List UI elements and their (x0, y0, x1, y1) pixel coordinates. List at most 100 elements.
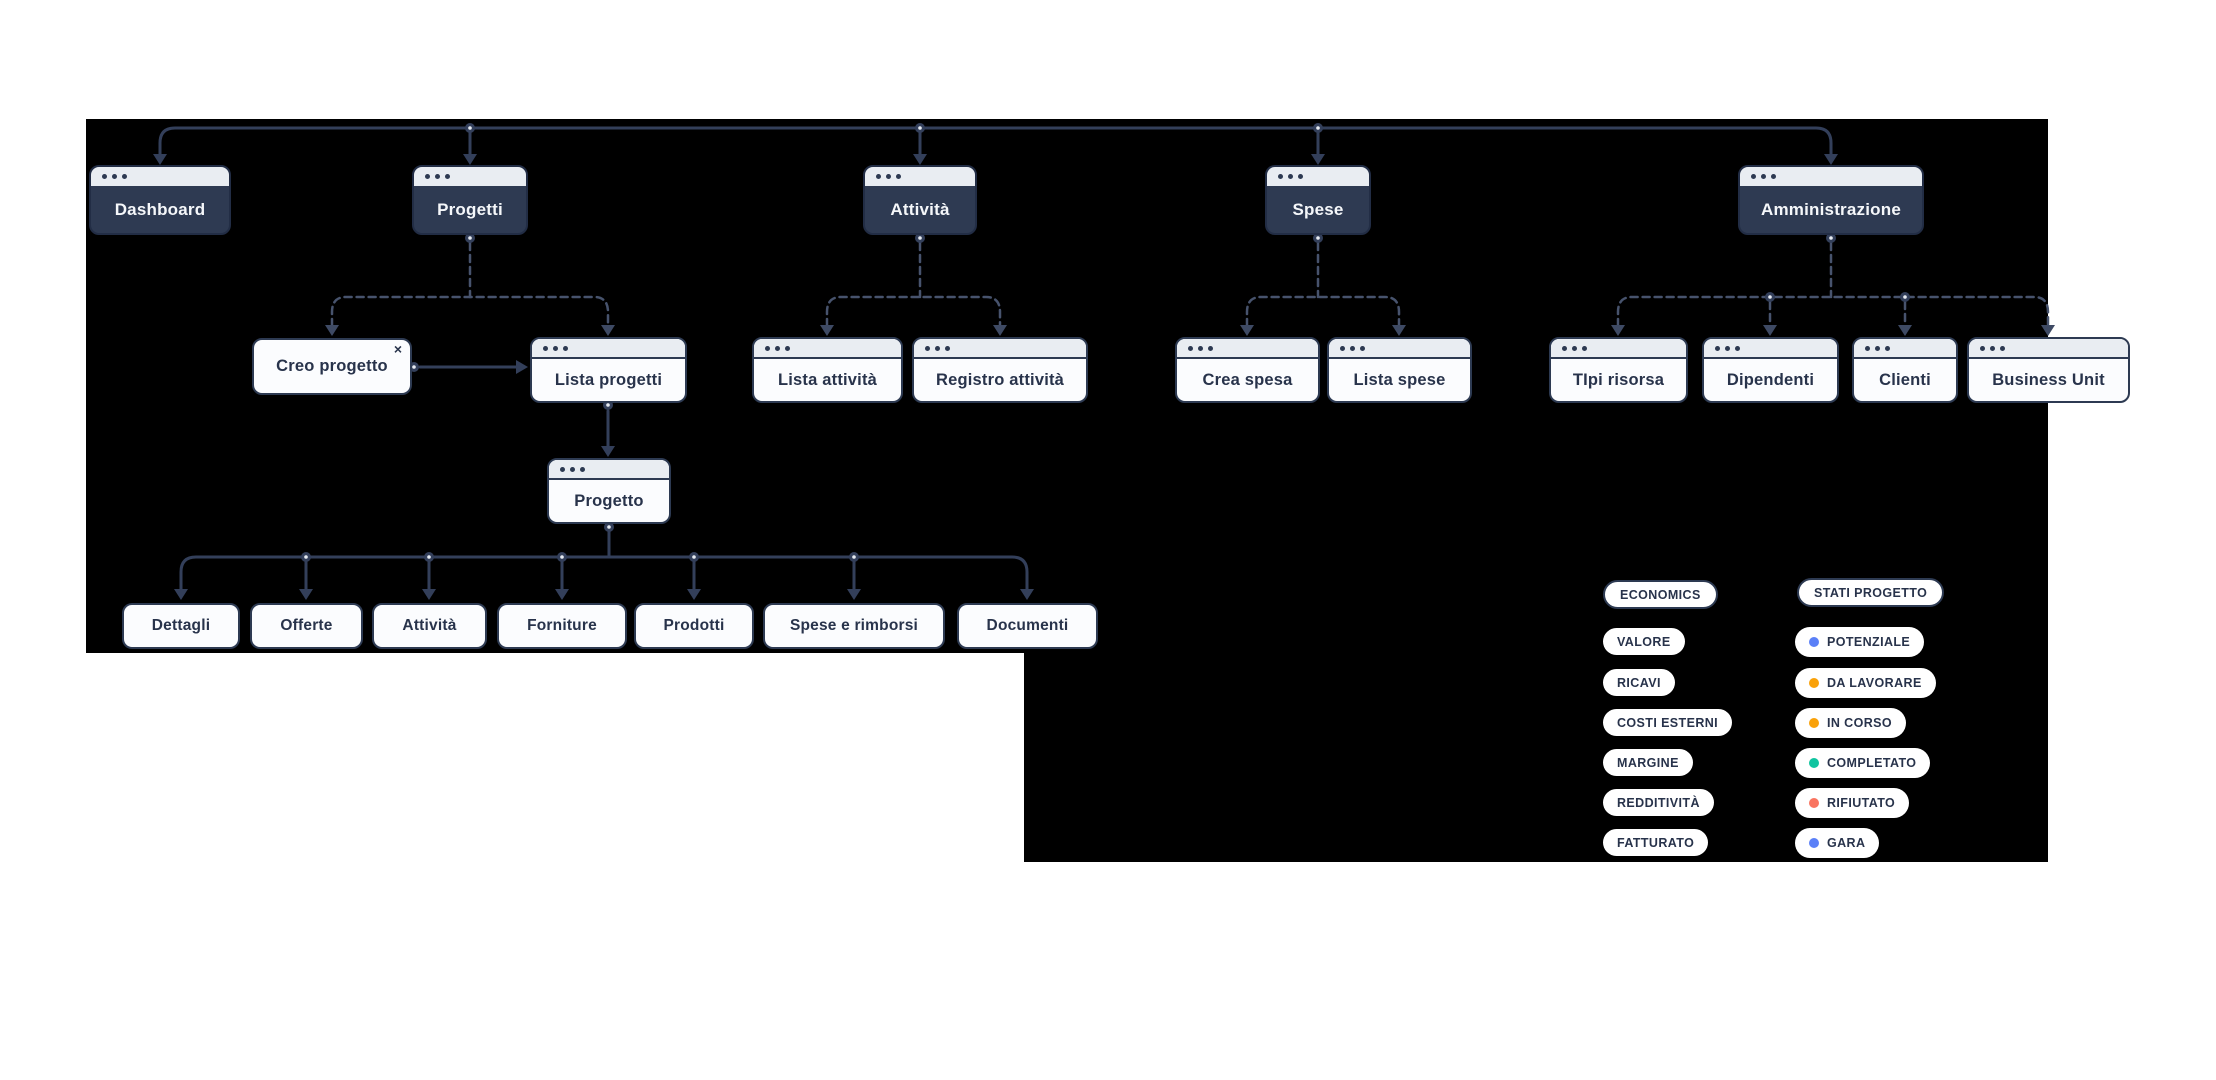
node-label: Dashboard (114, 199, 206, 219)
node-dettagli[interactable]: Dettagli (122, 603, 240, 649)
window-dots-icon (1751, 174, 1776, 179)
node-label: Registro attività (935, 370, 1065, 389)
legend-item-completato[interactable]: COMPLETATO (1795, 748, 1931, 778)
window-dots-icon (1340, 345, 1365, 351)
node-label: Progetto (574, 491, 644, 510)
window-header (1551, 339, 1686, 359)
window-dots-icon (543, 345, 568, 351)
node-label: Offerte (280, 617, 333, 634)
node-progetto[interactable]: Progetto (547, 458, 671, 524)
node-registro-attivita[interactable]: Registro attività (912, 337, 1088, 403)
legend-item-rifiutato[interactable]: RIFIUTATO (1795, 788, 1910, 818)
legend-label: VALORE (1617, 634, 1671, 649)
legend-label: IN CORSO (1827, 716, 1893, 730)
legend-label: FATTURATO (1617, 835, 1695, 850)
node-progetti[interactable]: Progetti (412, 165, 528, 235)
window-dots-icon (876, 174, 901, 179)
node-tipi-risorsa[interactable]: TIpi risorsa (1549, 337, 1688, 403)
status-dot-icon (1809, 718, 1819, 728)
window-header (1969, 339, 2128, 359)
node-spese[interactable]: Spese (1265, 165, 1371, 235)
node-prodotti[interactable]: Prodotti (634, 603, 754, 649)
node-attivita-tab[interactable]: Attività (372, 603, 487, 649)
node-label: Lista attività (777, 370, 878, 389)
legend-item-redditivita[interactable]: REDDITIVITÀ (1603, 789, 1714, 816)
window-header (414, 167, 526, 186)
node-label: Attività (402, 617, 457, 634)
window-header (914, 339, 1086, 359)
window-header (1854, 339, 1956, 359)
window-dots-icon (1562, 345, 1587, 351)
legend-label: RIFIUTATO (1827, 796, 1896, 810)
window-dots-icon (1865, 345, 1890, 351)
window-dots-icon (1278, 174, 1303, 179)
legend-label: POTENZIALE (1827, 635, 1911, 649)
node-dashboard[interactable]: Dashboard (89, 165, 231, 235)
window-dots-icon (1980, 345, 2005, 351)
legend-economics-title[interactable]: ECONOMICS (1603, 580, 1718, 609)
legend-item-gara[interactable]: GARA (1795, 828, 1880, 858)
legend-item-margine[interactable]: MARGINE (1603, 749, 1693, 776)
legend-item-valore[interactable]: VALORE (1603, 628, 1685, 655)
node-business-unit[interactable]: Business Unit (1967, 337, 2130, 403)
node-label: Clienti (1879, 370, 1931, 389)
legend-label: MARGINE (1617, 755, 1679, 770)
node-lista-spese[interactable]: Lista spese (1327, 337, 1472, 403)
node-label: Documenti (986, 617, 1069, 634)
legend-label: COMPLETATO (1827, 756, 1917, 770)
status-dot-icon (1809, 838, 1819, 848)
window-header (865, 167, 975, 186)
status-dot-icon (1809, 637, 1819, 647)
status-dot-icon (1809, 798, 1819, 808)
node-crea-spesa[interactable]: Crea spesa (1175, 337, 1320, 403)
window-header (1740, 167, 1922, 186)
status-dot-icon (1809, 758, 1819, 768)
window-dots-icon (102, 174, 127, 179)
legend-item-in-corso[interactable]: IN CORSO (1795, 708, 1907, 738)
node-spese-e-rimborsi[interactable]: Spese e rimborsi (763, 603, 945, 649)
node-label: Spese e rimborsi (789, 617, 919, 634)
legend-stati-progetto-title[interactable]: STATI PROGETTO (1797, 578, 1945, 607)
legend-item-potenziale[interactable]: POTENZIALE (1795, 627, 1925, 657)
close-icon[interactable]: × (393, 341, 402, 357)
node-lista-progetti[interactable]: Lista progetti (530, 337, 687, 403)
node-dipendenti[interactable]: Dipendenti (1702, 337, 1839, 403)
node-attivita[interactable]: Attività (863, 165, 977, 235)
node-label: Progetti (437, 199, 503, 219)
legend-item-da-lavorare[interactable]: DA LAVORARE (1795, 668, 1936, 698)
legend-label: REDDITIVITÀ (1617, 795, 1700, 810)
node-forniture[interactable]: Forniture (497, 603, 627, 649)
window-header (532, 339, 685, 359)
node-label: TIpi risorsa (1572, 370, 1665, 389)
node-label: Dettagli (151, 617, 211, 634)
window-dots-icon (560, 466, 585, 472)
legend-item-ricavi[interactable]: RICAVI (1603, 669, 1675, 696)
node-label: Creo progetto (276, 357, 388, 375)
node-documenti[interactable]: Documenti (957, 603, 1098, 649)
legend-label: GARA (1827, 836, 1866, 850)
legend-title-label: STATI PROGETTO (1814, 585, 1928, 600)
legend-label: DA LAVORARE (1827, 676, 1922, 690)
node-label: Prodotti (663, 617, 725, 634)
node-label: Amministrazione (1761, 199, 1901, 219)
node-creo-progetto[interactable]: × Creo progetto (252, 338, 412, 395)
node-label: Lista spese (1353, 370, 1446, 389)
node-amministrazione[interactable]: Amministrazione (1738, 165, 1924, 235)
window-dots-icon (765, 345, 790, 351)
node-label: Lista progetti (554, 370, 663, 389)
node-lista-attivita[interactable]: Lista attività (752, 337, 903, 403)
window-header (1267, 167, 1369, 186)
legend-item-fatturato[interactable]: FATTURATO (1603, 829, 1709, 856)
legend-label: RICAVI (1617, 675, 1661, 690)
node-label: Business Unit (1992, 370, 2105, 389)
window-dots-icon (925, 345, 950, 351)
window-dots-icon (425, 174, 450, 179)
node-clienti[interactable]: Clienti (1852, 337, 1958, 403)
node-label: Crea spesa (1202, 370, 1293, 389)
window-header (1177, 339, 1318, 359)
window-header (1704, 339, 1837, 359)
node-label: Spese (1292, 199, 1344, 219)
node-offerte[interactable]: Offerte (250, 603, 363, 649)
legend-item-costi-esterni[interactable]: COSTI ESTERNI (1603, 709, 1733, 736)
legend-title-label: ECONOMICS (1620, 587, 1701, 602)
